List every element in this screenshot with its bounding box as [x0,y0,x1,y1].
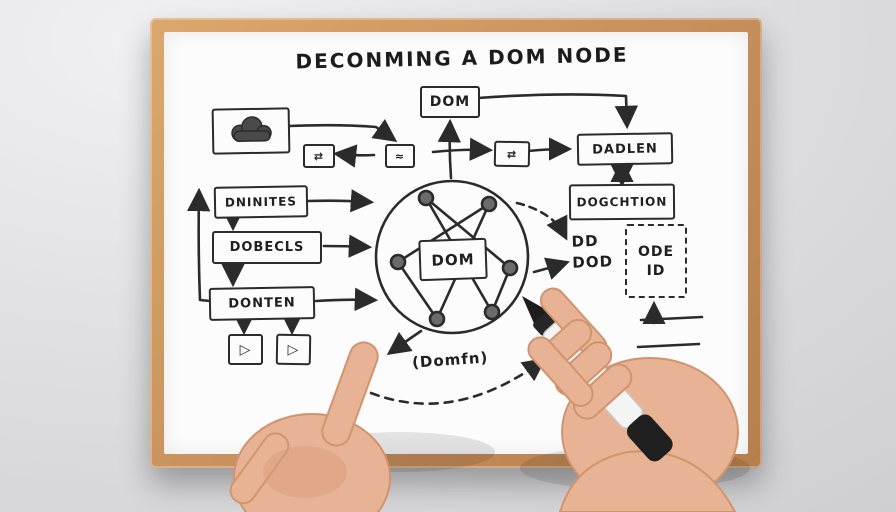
transfer-icon: ⇄ [313,149,325,163]
play-icon: ▷ [239,341,252,358]
wave-icon: ≈ [394,149,406,163]
donten-box: DONTEN [208,286,316,321]
wave-icon-box: ≈ [385,144,415,168]
dobecls-box: DOBECLS [212,231,322,264]
dom-top-box: DOM [420,86,480,118]
dom-center-box: DOM [418,237,488,282]
dninites-box: DNINITES [213,185,309,219]
ode-id-dashed-box: ODE ID [625,224,687,298]
play-icon: ▷ [287,341,300,358]
dadlen-box: DADLEN [576,132,674,166]
cloud-icon [231,116,272,142]
dd-line: DD [571,231,599,251]
transfer-icon-box-left: ⇄ [303,144,335,168]
id-line: ID [646,262,666,279]
dod-line: DOD [572,252,614,272]
dd-dod-text: DD DOD [571,230,613,273]
dogchtion-box: DOGCHTION [568,183,676,221]
play-box-right: ▷ [275,333,312,366]
transfer-icon-box-right: ⇄ [493,140,531,168]
cloud-box [211,107,291,155]
play-box-left: ▷ [228,334,263,365]
ode-line: ODE [637,243,675,260]
transfer-icon: ⇄ [506,147,518,161]
